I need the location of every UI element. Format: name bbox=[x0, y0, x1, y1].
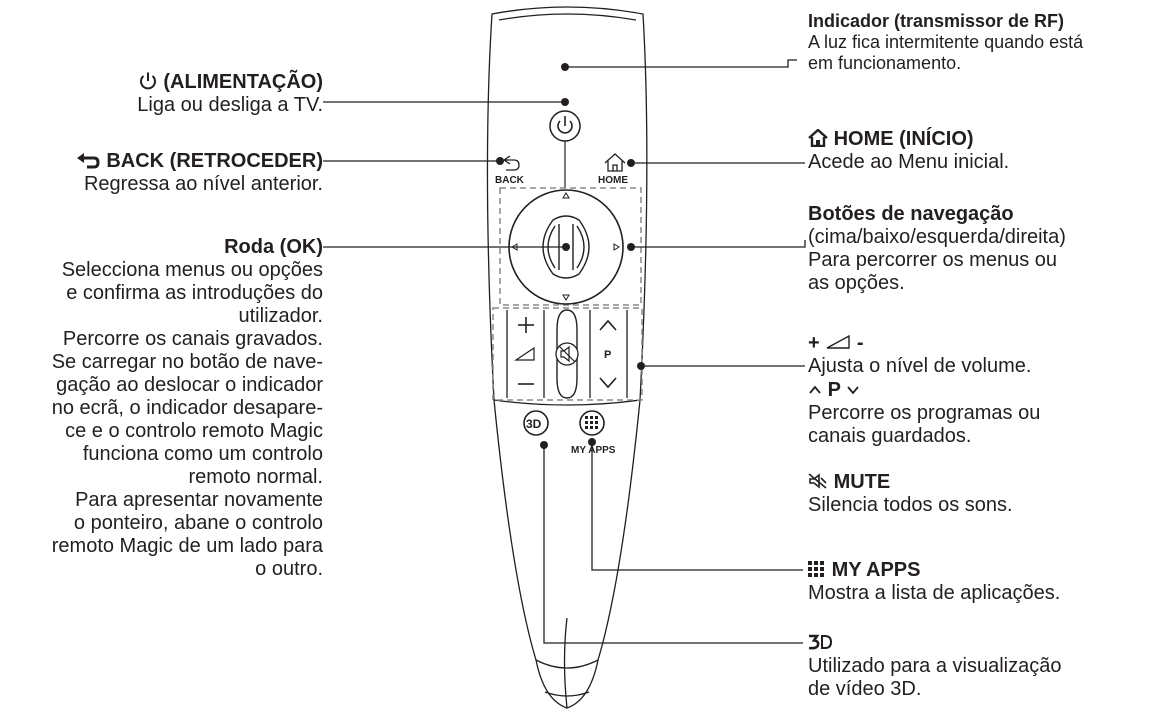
volume-up-icon[interactable] bbox=[518, 317, 534, 333]
home-callout-title: HOME (INÍCIO) bbox=[833, 128, 974, 150]
volume-plus-symbol: + bbox=[808, 332, 820, 354]
chevron-down-icon bbox=[847, 386, 859, 395]
mute-callout-desc: Silencia todos os sons. bbox=[808, 494, 1013, 516]
3d-callout-line: Utilizado para a visualização bbox=[808, 655, 1062, 677]
indicator-callout-title: Indicador (transmissor de RF) bbox=[808, 11, 1065, 31]
nav-right-arrow-icon[interactable] bbox=[613, 243, 620, 251]
back-callout: BACK (RETROCEDER) Regressa ao nível ante… bbox=[75, 150, 323, 196]
my-apps-callout-title: MY APPS bbox=[831, 559, 921, 581]
home-button[interactable]: HOME bbox=[598, 153, 635, 186]
power-icon bbox=[139, 72, 156, 90]
nav-callout: Botões de navegação (cima/baixo/esquerda… bbox=[808, 203, 1066, 295]
wheel-callout-line: remoto normal. bbox=[188, 466, 324, 488]
mute-callout: MUTE Silencia todos os sons. bbox=[808, 471, 1013, 517]
power-callout-desc: Liga ou desliga a TV. bbox=[137, 94, 323, 116]
volume-icon bbox=[826, 334, 850, 349]
volume-callout-desc: Ajusta o nível de volume. bbox=[808, 355, 1032, 377]
nav-callout-line: (cima/baixo/esquerda/direita) bbox=[808, 226, 1066, 248]
wheel-callout-line: o ponteiro, abane o controlo bbox=[73, 512, 323, 534]
3d-callout-line: de vídeo 3D. bbox=[808, 678, 922, 700]
program-callout-line: Percorre os programas ou bbox=[808, 402, 1041, 424]
home-callout-desc: Acede ao Menu inicial. bbox=[808, 151, 1010, 173]
3d-icon: 3D bbox=[526, 417, 542, 431]
mute-button[interactable] bbox=[555, 309, 579, 399]
indicator-callout: Indicador (transmissor de RF) A luz fica… bbox=[808, 11, 1083, 74]
volume-callout: + - Ajusta o nível de volume. bbox=[808, 332, 1031, 378]
home-callout: HOME (INÍCIO) Acede ao Menu inicial. bbox=[808, 128, 1009, 174]
volume-minus-symbol: - bbox=[856, 332, 864, 354]
volume-program-box bbox=[492, 307, 643, 401]
nav-buttons-box bbox=[499, 187, 642, 306]
program-callout-title: P bbox=[827, 379, 841, 401]
wheel-callout-line: gação ao deslocar o indicador bbox=[56, 374, 323, 396]
nav-callout-line: Para percorrer os menus ou bbox=[808, 249, 1058, 271]
nav-callout-title: Botões de navegação bbox=[808, 203, 1014, 225]
leader-lines bbox=[323, 59, 806, 644]
home-label: HOME bbox=[598, 175, 628, 186]
volume-rocker[interactable] bbox=[506, 310, 545, 398]
wheel-ok-center[interactable] bbox=[542, 215, 590, 279]
chevron-down-icon[interactable] bbox=[599, 377, 617, 389]
program-rocker[interactable]: P bbox=[589, 310, 645, 398]
wheel-callout-title: Roda (OK) bbox=[224, 236, 323, 258]
wheel-callout: Roda (OK) Selecciona menus ou opções e c… bbox=[52, 236, 323, 581]
mute-callout-title: MUTE bbox=[833, 471, 891, 493]
3d-button[interactable]: 3D bbox=[523, 410, 549, 449]
back-arrow-icon bbox=[76, 153, 100, 169]
program-callout: P Percorre os programas ou canais guarda… bbox=[808, 379, 1040, 448]
3d-callout: Utilizado para a visualização de vídeo 3… bbox=[808, 632, 1061, 701]
power-icon bbox=[557, 116, 573, 134]
wheel-callout-line: e confirma as introduções do bbox=[66, 282, 323, 304]
back-callout-title: BACK (RETROCEDER) bbox=[106, 150, 323, 172]
wheel-callout-line: funciona como um controlo bbox=[82, 443, 323, 465]
wheel-callout-line: ce e o controlo remoto Magic bbox=[65, 420, 323, 442]
wheel-callout-line: Se carregar no botão de nave- bbox=[51, 351, 323, 373]
chevron-up-icon bbox=[809, 385, 821, 394]
chevron-up-icon[interactable] bbox=[599, 319, 617, 331]
power-callout: (ALIMENTAÇÃO) Liga ou desliga a TV. bbox=[137, 71, 323, 117]
home-icon bbox=[604, 153, 626, 172]
indicator-callout-line: em funcionamento. bbox=[808, 53, 962, 73]
nav-callout-line: as opções. bbox=[808, 272, 905, 294]
program-p-label: P bbox=[604, 349, 611, 361]
nav-up-arrow-icon[interactable] bbox=[562, 192, 570, 199]
wheel-callout-line: remoto Magic de um lado para bbox=[51, 535, 323, 557]
wheel-callout-line: Para apresentar novamente bbox=[75, 489, 323, 511]
volume-icon bbox=[514, 346, 535, 361]
program-callout-line: canais guardados. bbox=[808, 425, 972, 447]
my-apps-label: MY APPS bbox=[571, 445, 616, 456]
3d-icon bbox=[808, 634, 833, 650]
power-callout-title: (ALIMENTAÇÃO) bbox=[163, 71, 323, 93]
nav-down-arrow-icon[interactable] bbox=[562, 294, 570, 301]
wheel-callout-line: o outro. bbox=[255, 558, 323, 580]
indicator-callout-line: A luz fica intermitente quando está bbox=[808, 32, 1084, 52]
wheel-callout-line: Percorre os canais gravados. bbox=[62, 328, 323, 350]
back-arrow-icon bbox=[502, 155, 520, 171]
mute-icon bbox=[558, 345, 576, 363]
power-button[interactable] bbox=[549, 98, 581, 142]
wheel-callout-line: no ecrã, o indicador desapare- bbox=[51, 397, 323, 419]
my-apps-grid-icon bbox=[585, 416, 598, 429]
my-apps-button[interactable]: MY APPS bbox=[571, 410, 616, 456]
back-callout-desc: Regressa ao nível anterior. bbox=[83, 173, 323, 195]
my-apps-callout: MY APPS Mostra a lista de aplicações. bbox=[808, 559, 1060, 605]
home-icon bbox=[808, 128, 828, 148]
wheel-callout-line: Selecciona menus ou opções bbox=[61, 259, 323, 281]
wheel-callout-line: utilizador. bbox=[238, 305, 324, 327]
mute-icon bbox=[808, 473, 827, 489]
my-apps-grid-icon bbox=[808, 561, 824, 577]
my-apps-callout-desc: Mostra a lista de aplicações. bbox=[808, 582, 1061, 604]
back-label: BACK bbox=[495, 175, 525, 186]
